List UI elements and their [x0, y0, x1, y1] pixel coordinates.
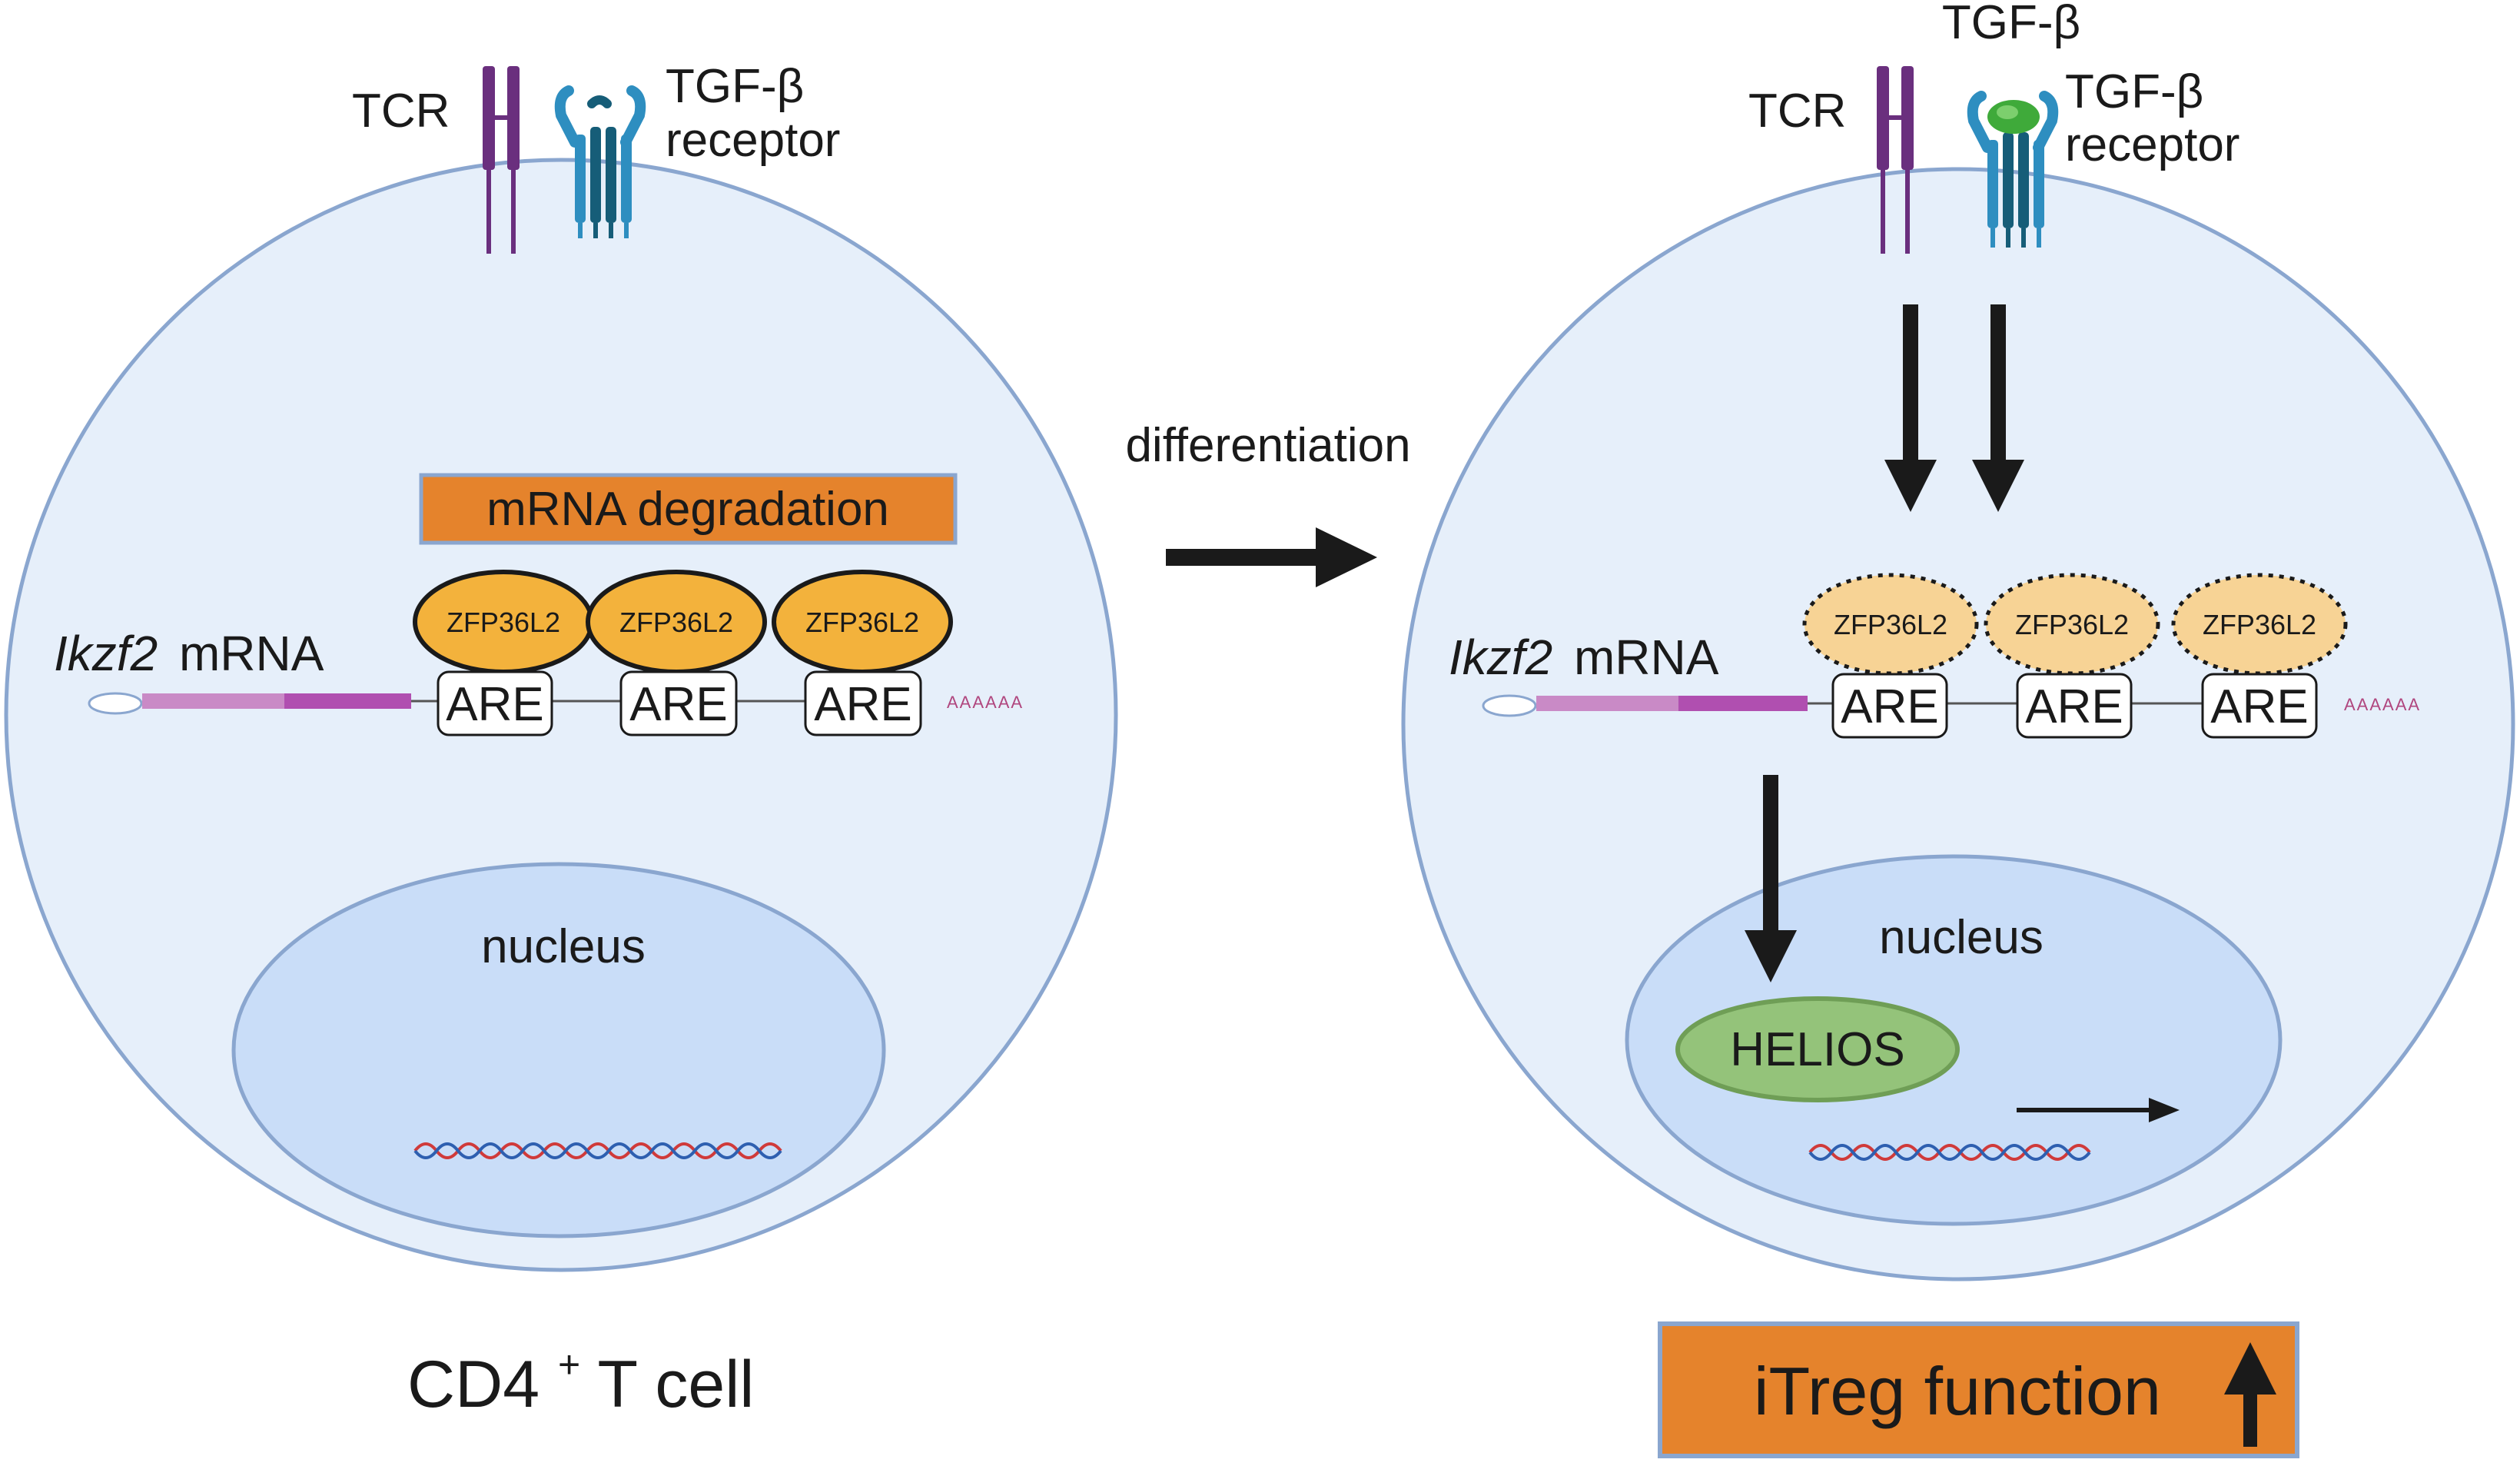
right-dna-icon [1808, 1144, 2091, 1161]
right-cell: TGF-β TCR TGF-β receptor [1401, 0, 2515, 1458]
left-are-2: ARE [619, 670, 738, 736]
left-mrna-gene: Ikzf2 [54, 626, 158, 681]
right-tcr-icon [1877, 66, 1914, 254]
right-are-2: ARE [2016, 673, 2133, 739]
left-degradation-label: mRNA degradation [486, 483, 889, 536]
left-zfp36l2-label-1: ZFP36L2 [447, 607, 560, 638]
left-receptor-label-1: TGF-β [666, 60, 804, 113]
right-receptor-label-1: TGF-β [2065, 65, 2203, 118]
left-cell-label-rest: T cell [598, 1348, 755, 1421]
left-zfp36l2-label-2: ZFP36L2 [619, 607, 733, 638]
left-zfp36l2-label-3: ZFP36L2 [805, 607, 919, 638]
outcome-box [1658, 1321, 2299, 1458]
left-zfp36l2-1: ZFP36L2 [413, 570, 594, 674]
left-receptor-label-2: receptor [666, 114, 840, 167]
helios-label: HELIOS [1730, 1023, 1904, 1076]
left-cell: TCR TGF-β receptor mRNA degradation [4, 60, 1118, 1421]
right-mrna-cap [1482, 694, 1537, 717]
right-are-label-1: ARE [1841, 680, 1938, 733]
left-nucleus [231, 862, 886, 1238]
left-are-label-1: ARE [446, 678, 543, 731]
left-mrna-suffix: mRNA [179, 626, 324, 681]
left-cell-label: CD4 + T cell [407, 1318, 754, 1421]
right-tcr-label: TCR [1748, 85, 1846, 138]
right-polya: AAAAAA [2344, 695, 2421, 714]
left-are-label-2: ARE [629, 678, 727, 731]
right-zfp36l2-label-3: ZFP36L2 [2203, 609, 2316, 640]
right-signal-arrow-2-icon [1972, 304, 2024, 512]
left-cell-label-sup: + [558, 1343, 580, 1386]
right-ligand-label: TGF-β [1942, 0, 2080, 49]
left-tcr-icon [483, 66, 520, 254]
left-are-3: ARE [804, 670, 922, 736]
left-cell-label-main: CD4 [407, 1348, 540, 1421]
helios-protein [1675, 996, 1960, 1102]
transition-label: differentiation [1125, 419, 1410, 472]
right-are-label-2: ARE [2025, 680, 2123, 733]
outcome-label: iTreg function [1754, 1353, 2161, 1429]
right-are-1: ARE [1831, 673, 1948, 739]
right-zfp36l2-2: ZFP36L2 [1984, 573, 2160, 676]
translation-arrow-icon [1745, 775, 1797, 982]
left-are-label-3: ARE [814, 678, 911, 731]
right-signal-arrow-1-icon [1884, 304, 1937, 512]
right-zfp36l2-label-1: ZFP36L2 [1834, 609, 1947, 640]
right-mrna-gene: Ikzf2 [1449, 630, 1552, 685]
left-are-1: ARE [437, 670, 553, 736]
right-tgfb-receptor-icon [1967, 91, 2059, 248]
right-mrna [1482, 694, 2203, 717]
left-dna-icon [413, 1142, 782, 1159]
right-are-label-3: ARE [2210, 680, 2308, 733]
left-mrna-cap [88, 692, 143, 715]
left-tcr-label: TCR [352, 85, 450, 138]
left-zfp36l2-2: ZFP36L2 [586, 570, 767, 674]
right-mrna-label: Ikzf2 mRNA [1449, 630, 1719, 685]
left-polya: AAAAAA [947, 693, 1024, 712]
right-receptor-label-2: receptor [2065, 118, 2239, 171]
left-tgfb-receptor-icon [554, 85, 646, 238]
left-nucleus-label: nucleus [481, 920, 646, 973]
up-arrow-icon [2224, 1342, 2276, 1447]
right-are-3: ARE [2201, 673, 2318, 739]
left-degradation-box [419, 473, 958, 545]
left-mrna [88, 692, 805, 715]
left-mrna-label: Ikzf2 mRNA [54, 626, 324, 681]
right-zfp36l2-label-2: ZFP36L2 [2015, 609, 2129, 640]
right-mrna-suffix: mRNA [1574, 630, 1719, 685]
right-zfp36l2-3: ZFP36L2 [2171, 573, 2348, 676]
differentiation-arrow-icon [1166, 527, 1377, 587]
right-tgfb-ligand-icon [1987, 100, 2040, 134]
right-nucleus-label: nucleus [1879, 911, 2044, 964]
right-zfp36l2-1: ZFP36L2 [1802, 573, 1979, 676]
left-zfp36l2-3: ZFP36L2 [772, 570, 953, 674]
transcription-arrow-icon [2017, 1098, 2180, 1122]
